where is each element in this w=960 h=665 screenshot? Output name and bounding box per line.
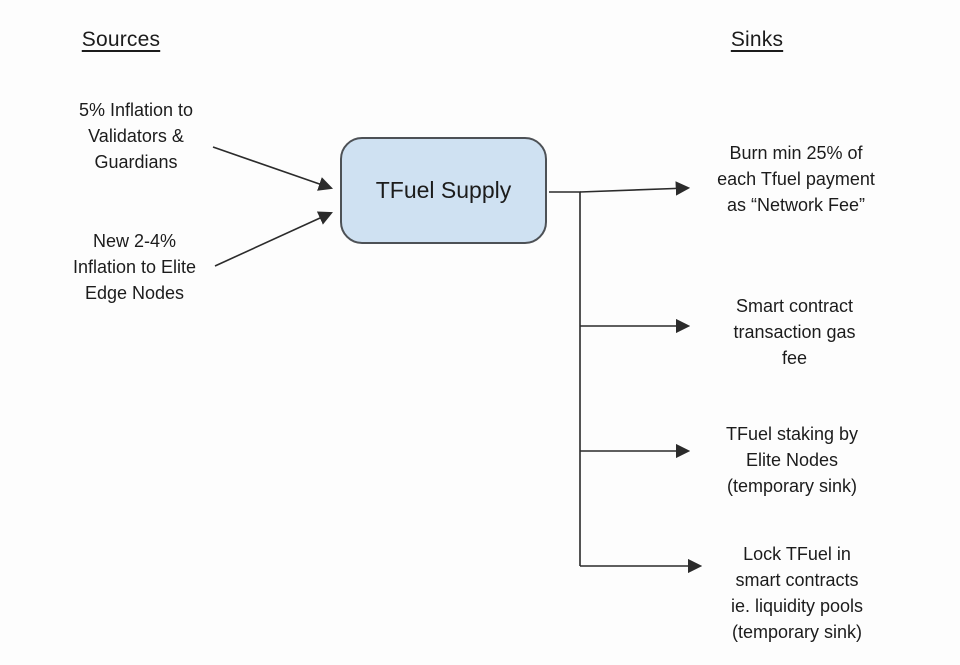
sink-lock-tfuel: Lock TFuel in smart contracts ie. liquid… <box>730 544 864 642</box>
source-inflation-validators: 5% Inflation to Validators & Guardians <box>78 100 194 172</box>
sink-burn-network-fee: Burn min 25% of each Tfuel payment as “N… <box>717 143 875 215</box>
trunk-line <box>549 191 581 566</box>
tfuel-supply-label: TFuel Supply <box>375 177 512 203</box>
tfuel-supply-node: TFuel Supply <box>340 137 547 244</box>
sink-smart-contract-gas: Smart contract transaction gas fee <box>733 296 856 368</box>
sources-heading: Sources <box>81 28 161 51</box>
arrow-source-edge-nodes <box>214 211 333 267</box>
arrow-sink-burn <box>579 181 691 196</box>
arrow-source-inflation <box>212 146 334 191</box>
sinks-heading: Sinks <box>730 28 784 51</box>
sink-tfuel-staking: TFuel staking by Elite Nodes (temporary … <box>725 424 859 496</box>
source-inflation-edge-nodes: New 2-4% Inflation to Elite Edge Nodes <box>72 231 197 303</box>
